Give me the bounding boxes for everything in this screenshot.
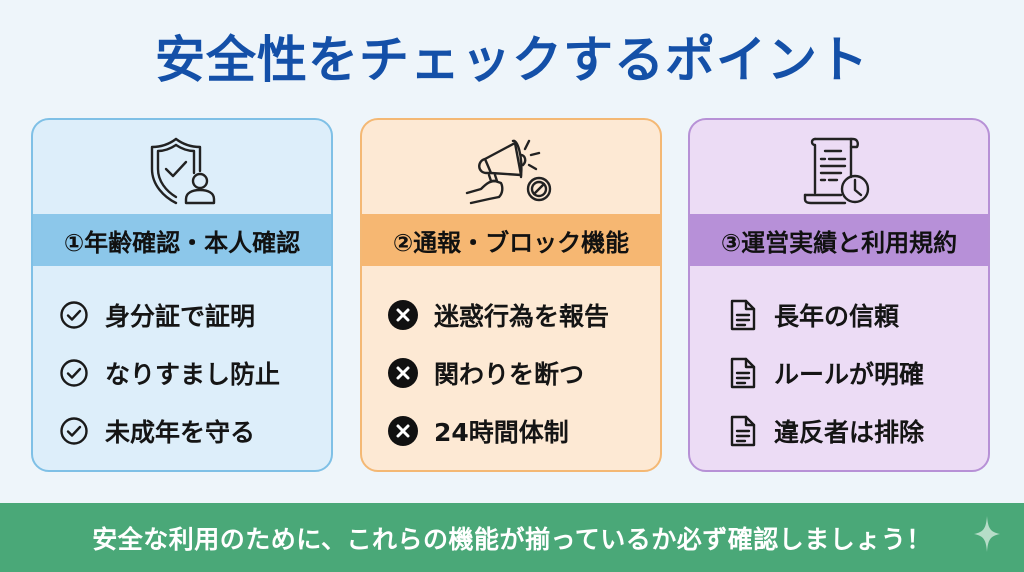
list-item: 長年の信頼 — [726, 286, 978, 344]
document-icon — [726, 356, 760, 390]
document-icon — [726, 298, 760, 332]
footer-text: 安全な利用のために、これらの機能が揃っているか必ず確認しましょう！ — [92, 524, 932, 554]
page-title: 安全性をチェックするポイント — [155, 31, 869, 89]
list-item: 身分証で証明 — [57, 286, 321, 344]
item-text: 身分証で証明 — [105, 302, 256, 331]
check-circle-icon — [57, 414, 91, 448]
item-text: 24時間体制 — [434, 418, 569, 447]
card-heading: ③運営実績と利用規約 — [690, 214, 988, 266]
document-icon — [726, 414, 760, 448]
item-text: なりすまし防止 — [105, 360, 281, 389]
item-text: ルールが明確 — [774, 360, 925, 389]
list-item: 迷惑行為を報告 — [386, 286, 650, 344]
card-heading: ①年齢確認・本人確認 — [33, 214, 331, 266]
item-text: 未成年を守る — [105, 418, 256, 447]
check-circle-icon — [57, 356, 91, 390]
card-age-identity-verification: ①年齢確認・本人確認 身分証で証明 なりすまし防止 未成年を守る — [31, 118, 333, 472]
x-circle-icon — [386, 414, 420, 448]
item-list: 身分証で証明 なりすまし防止 未成年を守る — [57, 286, 321, 460]
item-text: 関わりを断つ — [434, 360, 585, 389]
item-text: 違反者は排除 — [774, 418, 925, 447]
check-circle-icon — [57, 298, 91, 332]
x-circle-icon — [386, 356, 420, 390]
list-item: 関わりを断つ — [386, 344, 650, 402]
shield-check-user-icon — [33, 130, 331, 212]
card-track-record-terms: ③運営実績と利用規約 長年の信頼 ルールが明確 違反者は排除 — [688, 118, 990, 472]
list-item: 未成年を守る — [57, 402, 321, 460]
megaphone-block-icon — [362, 130, 660, 212]
footer-banner: 安全な利用のために、これらの機能が揃っているか必ず確認しましょう！ — [0, 503, 1024, 572]
item-text: 迷惑行為を報告 — [434, 302, 610, 331]
list-item: ルールが明確 — [726, 344, 978, 402]
document-clock-icon — [690, 130, 988, 212]
sparkle-icon — [974, 516, 1000, 556]
item-text: 長年の信頼 — [774, 302, 900, 331]
list-item: 24時間体制 — [386, 402, 650, 460]
card-heading: ②通報・ブロック機能 — [362, 214, 660, 266]
list-item: 違反者は排除 — [726, 402, 978, 460]
list-item: なりすまし防止 — [57, 344, 321, 402]
item-list: 迷惑行為を報告 関わりを断つ 24時間体制 — [386, 286, 650, 460]
item-list: 長年の信頼 ルールが明確 違反者は排除 — [726, 286, 978, 460]
card-report-block: ②通報・ブロック機能 迷惑行為を報告 関わりを断つ 24時間体制 — [360, 118, 662, 472]
x-circle-icon — [386, 298, 420, 332]
